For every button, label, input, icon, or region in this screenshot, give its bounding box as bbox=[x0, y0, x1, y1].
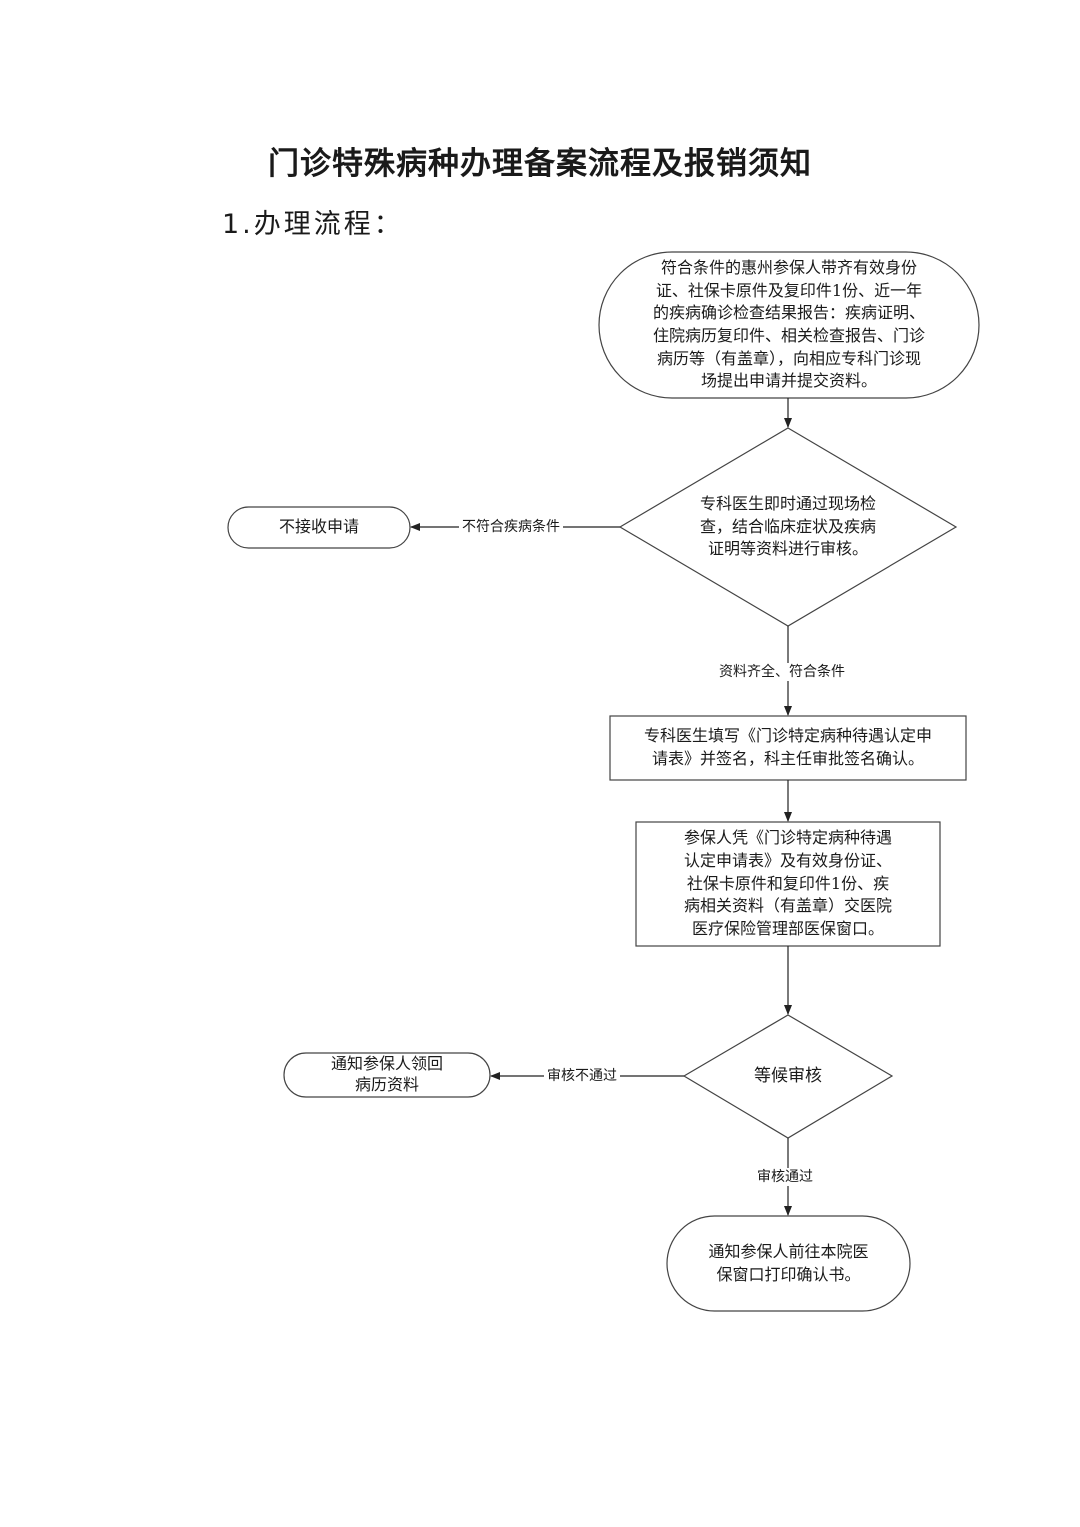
node-reject: 不接收申请 bbox=[278, 517, 359, 537]
node-deliver: 参保人凭《门诊特定病种待遇 认定申请表》及有效身份证、 社保卡原件和复印件1份、… bbox=[683, 828, 892, 939]
document-title: 门诊特殊病种办理备案流程及报销须知 bbox=[268, 146, 812, 182]
node-submit: 符合条件的惠州参保人带齐有效身份 证、社保卡原件及复印件1份、近一年 的疾病确诊… bbox=[652, 257, 925, 391]
edge-label-audit-pass: 审核通过 bbox=[754, 1168, 816, 1186]
node-fill-form-shape bbox=[609, 715, 967, 781]
node-print-shape bbox=[666, 1215, 911, 1312]
node-review: 专科医生即时通过现场检 查，结合临床症状及疾病 证明等资料进行审核。 bbox=[699, 493, 876, 559]
node-print: 通知参保人前往本院医 保窗口打印确认书。 bbox=[708, 1241, 869, 1284]
node-return-records: 通知参保人领回 病历资料 bbox=[330, 1054, 443, 1094]
node-wait: 等候审核 bbox=[754, 1065, 822, 1086]
section-heading: 1.办理流程： bbox=[222, 209, 404, 240]
node-fill-form: 专科医生填写《门诊特定病种待遇认定申 请表》并签名，科主任审批签名确认。 bbox=[643, 726, 932, 768]
node-deliver-shape bbox=[635, 821, 941, 947]
node-submit-shape bbox=[598, 251, 980, 399]
edge-label-reject: 不符合疾病条件 bbox=[459, 518, 563, 536]
edge-label-audit-fail: 审核不通过 bbox=[544, 1067, 620, 1085]
edge-label-accept: 资料齐全、符合条件 bbox=[716, 663, 848, 681]
